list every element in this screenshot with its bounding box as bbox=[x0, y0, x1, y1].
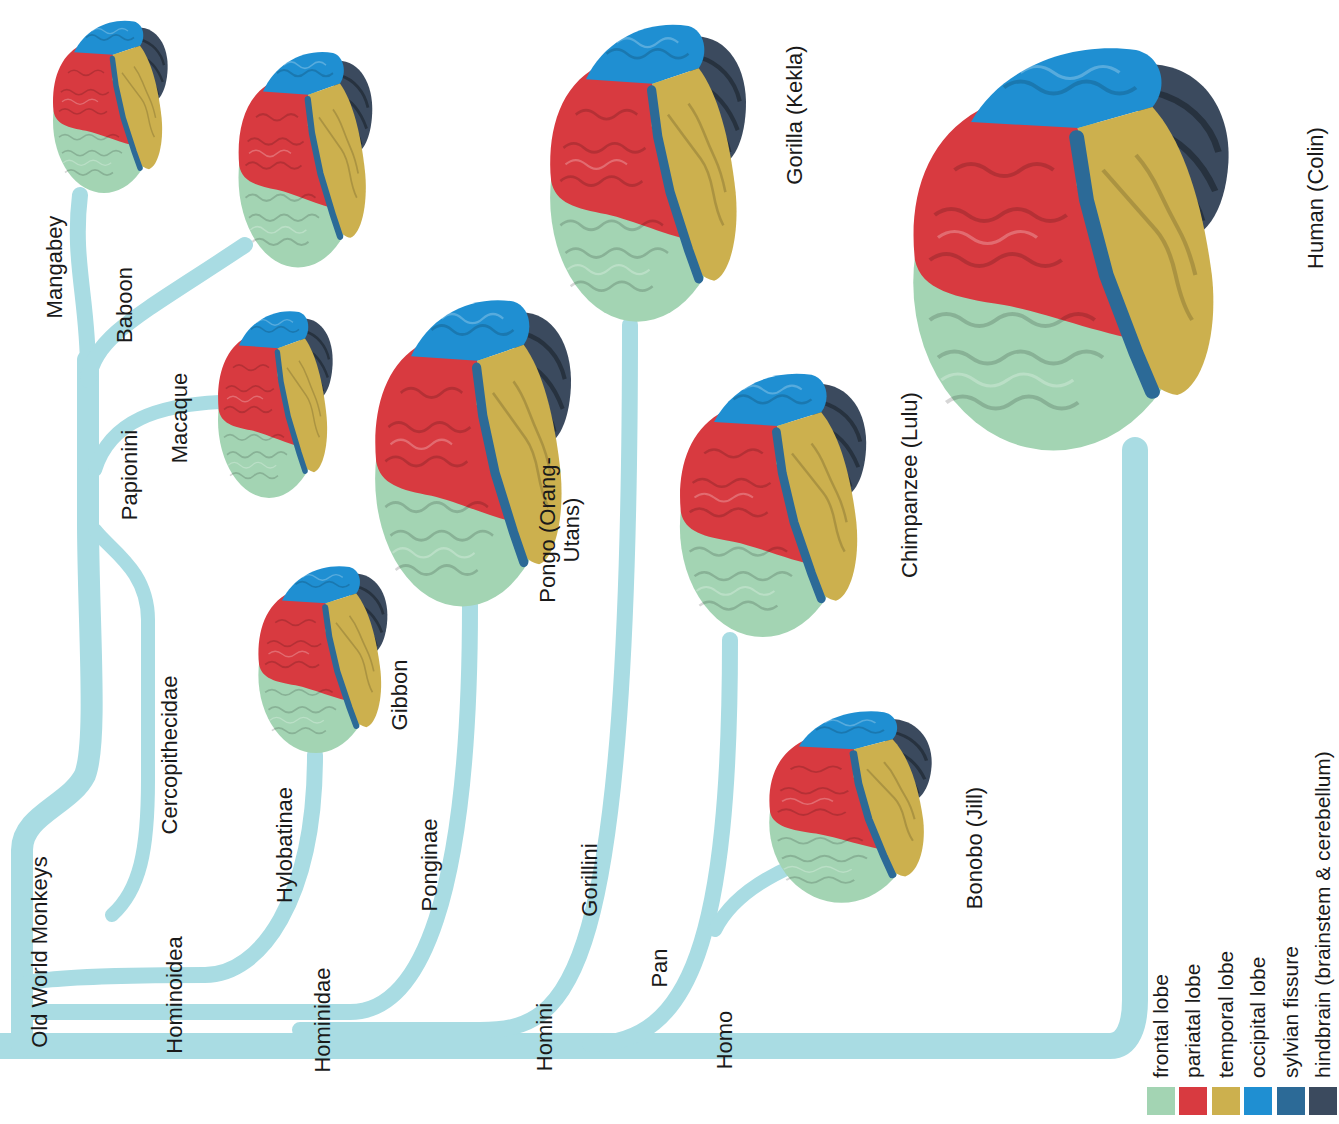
taxon-label: Hominoidea bbox=[163, 936, 187, 1053]
bonobo-brain bbox=[769, 711, 931, 903]
taxon-label: Mangabey bbox=[43, 216, 67, 319]
brain-illustrations bbox=[53, 21, 1229, 903]
legend-text: hindbrain (brainstem & cerebellum) bbox=[1311, 751, 1334, 1078]
macaque-brain bbox=[218, 311, 333, 498]
legend-swatch bbox=[1179, 1087, 1207, 1115]
taxon-label: Hylobatinae bbox=[273, 787, 297, 903]
chimpanzee-brain bbox=[680, 374, 866, 637]
legend-text: temporal lobe bbox=[1214, 951, 1237, 1078]
taxon-label: Bonobo (Jill) bbox=[963, 787, 987, 909]
legend-text: frontal lobe bbox=[1149, 974, 1172, 1078]
legend-text: sylvian fissure bbox=[1279, 946, 1302, 1078]
taxon-label: Ponginae bbox=[418, 819, 442, 912]
taxon-label: Homo bbox=[713, 1011, 737, 1070]
mangabey-brain bbox=[53, 21, 168, 193]
legend-swatch bbox=[1147, 1087, 1175, 1115]
taxon-label: Hominidae bbox=[311, 967, 335, 1072]
taxon-label: Baboon bbox=[113, 267, 137, 343]
gibbon-brain bbox=[258, 566, 387, 753]
taxon-label: Gorillini bbox=[578, 843, 602, 916]
human-brain bbox=[913, 48, 1228, 450]
taxon-label: Pan bbox=[648, 948, 672, 987]
legend-swatch bbox=[1212, 1087, 1240, 1115]
baboon-brain bbox=[239, 52, 373, 267]
legend-swatch bbox=[1244, 1087, 1272, 1115]
legend-text: pariatal lobe bbox=[1181, 964, 1204, 1078]
taxon-label: Cercopithecidae bbox=[158, 676, 182, 835]
taxon-label: Gibbon bbox=[388, 660, 412, 731]
taxon-label: Chimpanzee (Lulu) bbox=[898, 392, 922, 578]
taxon-label: Human (Colin) bbox=[1304, 127, 1328, 269]
taxon-label: Gorilla (Kekla) bbox=[783, 45, 807, 184]
taxon-label: Papionini bbox=[118, 430, 142, 521]
taxon-label: Old World Monkeys bbox=[28, 856, 52, 1048]
legend-text: occipital lobe bbox=[1246, 957, 1269, 1078]
legend-swatch bbox=[1309, 1087, 1337, 1115]
taxon-label: Pongo (Orang-Utans) bbox=[536, 450, 584, 610]
gorilla-brain bbox=[550, 25, 746, 322]
legend-swatch bbox=[1277, 1087, 1305, 1115]
taxon-label: Homini bbox=[533, 1003, 557, 1071]
taxon-label: Macaque bbox=[168, 373, 192, 464]
